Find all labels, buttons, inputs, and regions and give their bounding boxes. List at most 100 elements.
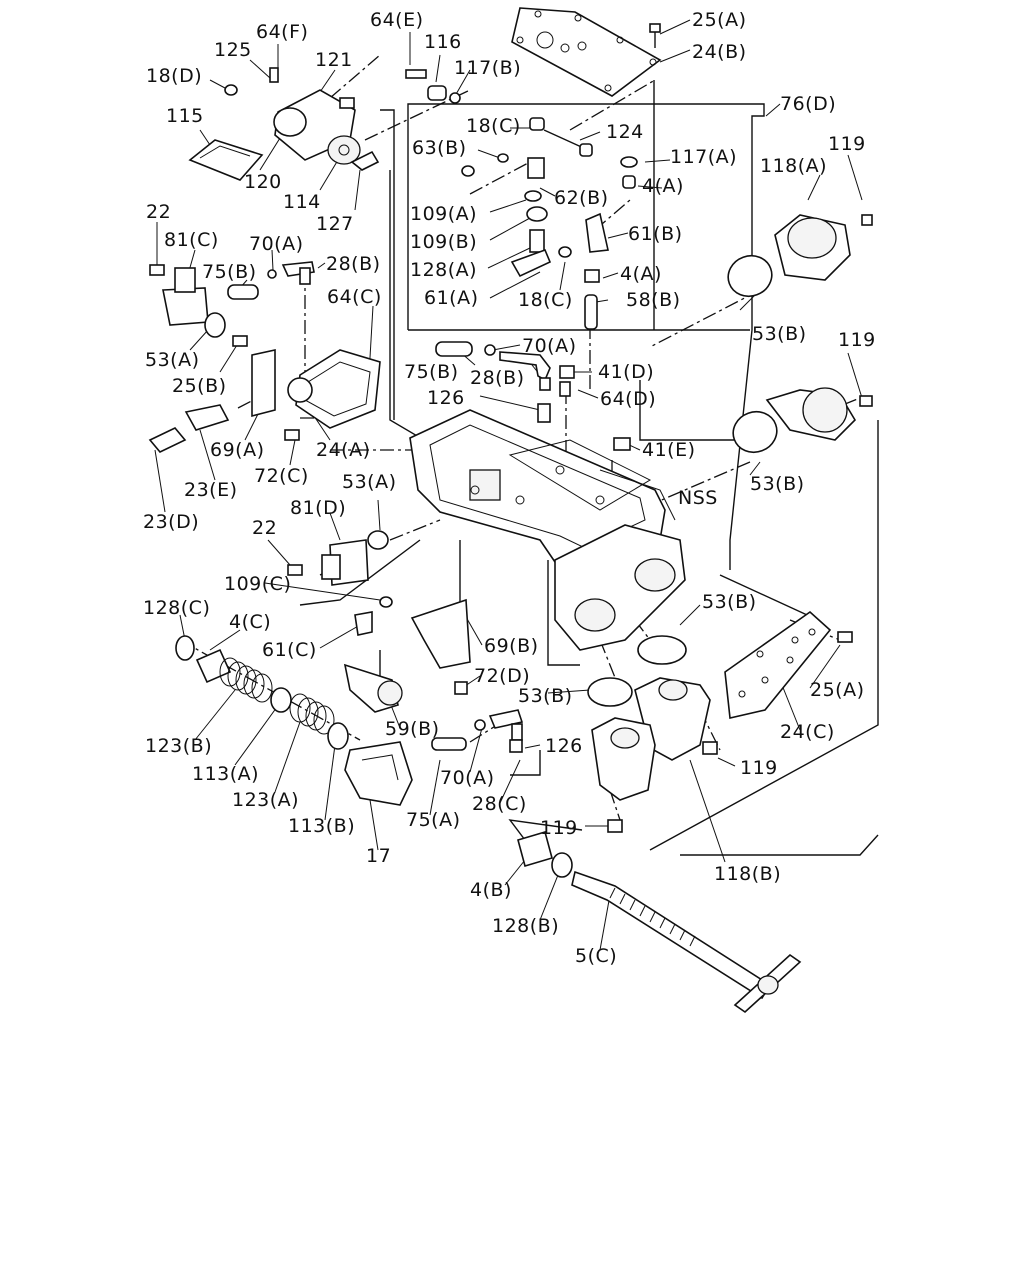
label-75b-mid: 75(B) (404, 361, 459, 383)
bracket-81d (287, 539, 369, 586)
shaft-5c-assembly (517, 830, 802, 1014)
top-cover-plate-24b (511, 7, 662, 97)
label-53b-r2: 53(B) (750, 473, 805, 495)
bolt-25a-top (649, 23, 661, 48)
solenoid-118b (591, 677, 718, 833)
label-70a-bot: 70(A) (440, 767, 495, 789)
label-69a: 69(A) (210, 439, 265, 461)
cover-24a (287, 349, 381, 429)
bracket-17 (344, 741, 413, 806)
label-119-c: 119 (740, 757, 778, 779)
label-118b: 118(B) (714, 863, 781, 885)
label-115: 115 (166, 105, 204, 127)
label-116: 116 (424, 31, 462, 53)
oring-53a-mid (367, 530, 389, 550)
label-124: 124 (606, 121, 644, 143)
label-113a: 113(A) (192, 763, 259, 785)
label-4c: 4(C) (229, 611, 271, 633)
label-69b: 69(B) (484, 635, 539, 657)
label-126-bot: 126 (545, 735, 583, 757)
lever-61c (354, 611, 373, 636)
oring-53b-mid (732, 410, 778, 454)
callout-labels: 64(F) 125 121 18(D) 115 120 114 127 64(E… (143, 9, 876, 967)
label-18d: 18(D) (146, 65, 202, 87)
label-70a-mid: 70(A) (522, 335, 577, 357)
label-4a-top: 4(A) (642, 175, 684, 197)
label-81c: 81(C) (164, 229, 219, 251)
label-25b: 25(B) (172, 375, 227, 397)
label-53b-low: 53(B) (518, 685, 573, 707)
link-124-assembly (461, 117, 638, 330)
label-25a-top: 25(A) (692, 9, 747, 31)
label-64e: 64(E) (370, 9, 424, 31)
label-NSS: NSS (678, 487, 718, 509)
label-119-a: 119 (828, 133, 866, 155)
label-62b: 62(B) (554, 187, 609, 209)
bolt-25b (232, 335, 248, 347)
label-127: 127 (316, 213, 354, 235)
group-boundary-lines (299, 80, 879, 861)
label-61c: 61(C) (262, 639, 317, 661)
label-23d: 23(D) (143, 511, 199, 533)
fitting-70a-75a-28c-lower (431, 709, 524, 753)
label-53a-mid: 53(A) (342, 471, 397, 493)
label-22-top: 22 (146, 201, 171, 223)
label-23e: 23(E) (184, 479, 238, 501)
label-128b: 128(B) (492, 915, 559, 937)
label-117a: 117(A) (670, 146, 737, 168)
label-18c-top: 18(C) (466, 115, 521, 137)
label-72c: 72(C) (254, 465, 309, 487)
label-4b: 4(B) (470, 879, 512, 901)
label-120: 120 (244, 171, 282, 193)
label-41e: 41(E) (642, 439, 696, 461)
label-18c-mid: 18(C) (518, 289, 573, 311)
label-123b: 123(B) (145, 735, 212, 757)
label-53b-mid: 53(B) (702, 591, 757, 613)
washer-109c (379, 596, 393, 608)
label-53a-left: 53(A) (145, 349, 200, 371)
clip-127 (350, 150, 380, 171)
label-24b: 24(B) (692, 41, 747, 63)
label-58b: 58(B) (626, 289, 681, 311)
label-81d: 81(D) (290, 497, 346, 519)
label-121: 121 (315, 49, 353, 71)
label-119-b: 119 (838, 329, 876, 351)
label-75a: 75(A) (406, 809, 461, 831)
label-117b: 117(B) (454, 57, 521, 79)
label-17: 17 (366, 845, 391, 867)
solenoid-119-mid (765, 387, 873, 441)
oring-53b-upper (727, 254, 773, 298)
label-4a-mid: 4(A) (620, 263, 662, 285)
spring-kit-left (175, 635, 349, 750)
label-53b-r1: 53(B) (752, 323, 807, 345)
belt-115 (188, 139, 264, 181)
label-28b-left: 28(B) (326, 253, 381, 275)
label-61b: 61(B) (628, 223, 683, 245)
label-118a: 118(A) (760, 155, 827, 177)
label-61a: 61(A) (424, 287, 479, 309)
label-128c: 128(C) (143, 597, 210, 619)
bracket-81c (149, 264, 209, 326)
label-109a: 109(A) (410, 203, 477, 225)
label-128a: 128(A) (410, 259, 477, 281)
label-64f: 64(F) (256, 21, 308, 43)
label-114: 114 (283, 191, 321, 213)
label-22-mid: 22 (252, 517, 277, 539)
label-70a-top: 70(A) (249, 233, 304, 255)
label-113b: 113(B) (288, 815, 355, 837)
oring-53b-low (587, 635, 687, 707)
cover-24c (724, 610, 853, 719)
label-119-d: 119 (540, 817, 578, 839)
label-109b: 109(B) (410, 231, 477, 253)
label-28c: 28(C) (472, 793, 527, 815)
bolt-72c (284, 429, 300, 441)
label-24a: 24(A) (316, 439, 371, 461)
fitting-70a-75b-mid (435, 341, 631, 451)
label-59b: 59(B) (385, 718, 440, 740)
bracket-69a (251, 349, 276, 418)
oring-53a-left (204, 312, 226, 338)
washer-18d (224, 84, 238, 96)
bolt-64e-116 (405, 69, 461, 104)
